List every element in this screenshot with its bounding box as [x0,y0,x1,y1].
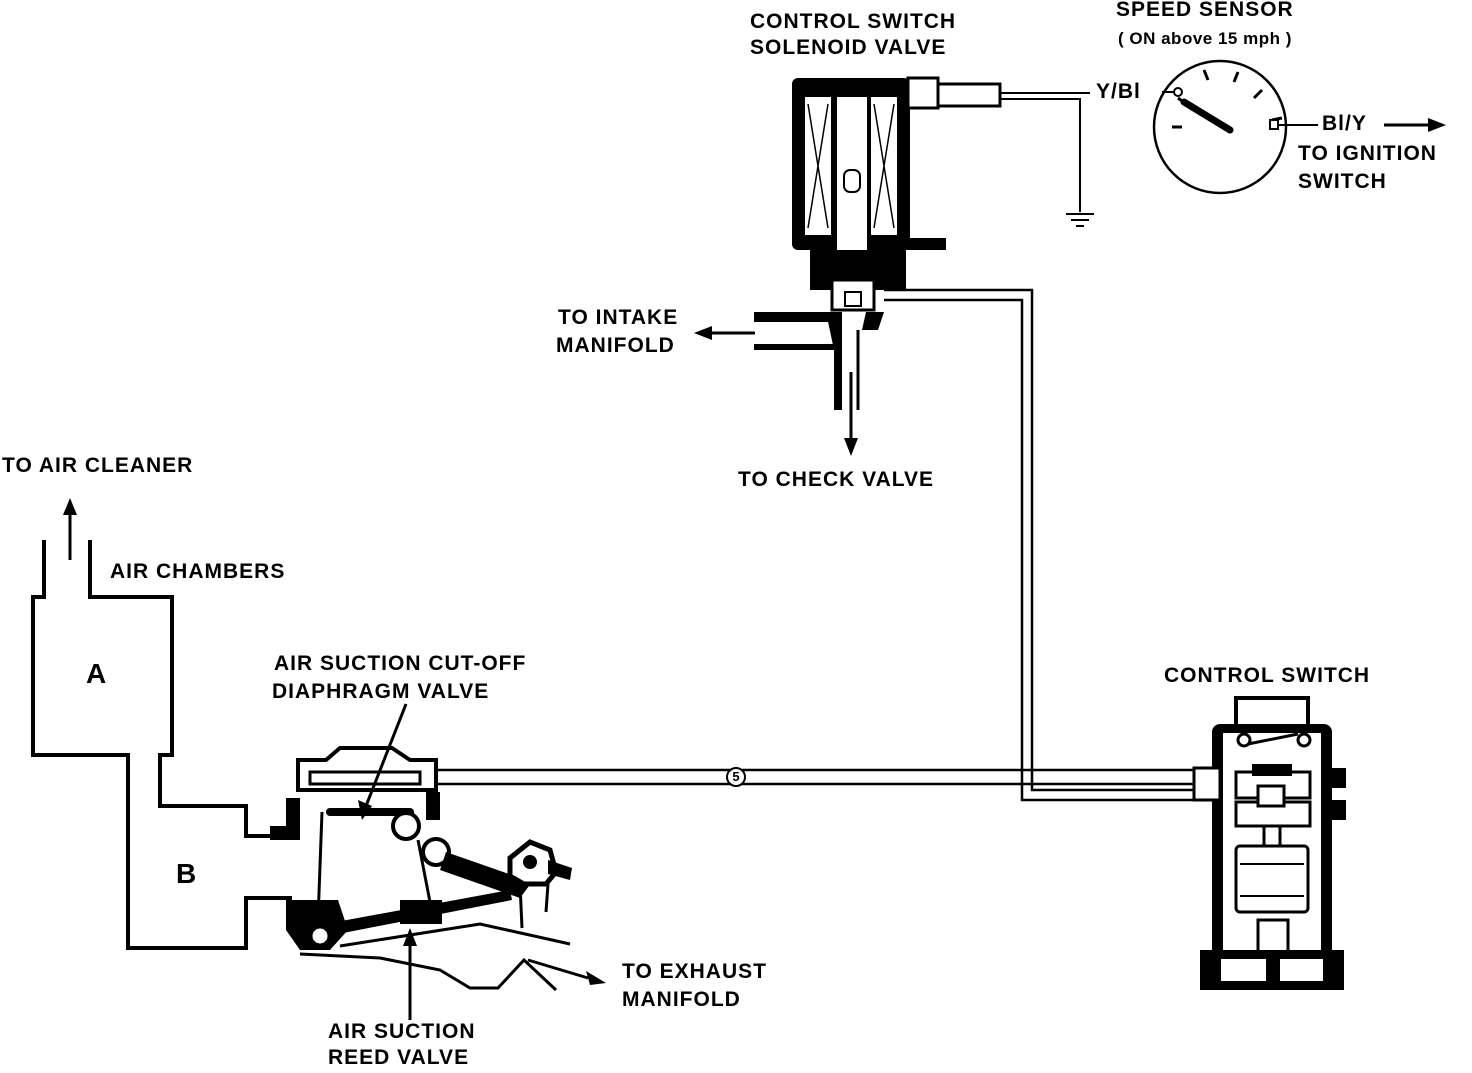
air-chamber-outline [31,540,292,950]
cutoff-diaphragm-valve [270,746,451,921]
exhaust-manifold-arrowhead [586,971,606,985]
air-cleaner-arrowhead [63,498,77,515]
ground-symbol [1066,213,1094,227]
control-switch-unit [1192,696,1346,990]
ignition-switch-label-line2: SWITCH [1298,170,1387,193]
speed-sensor-label-line2: ( ON above 15 mph ) [1118,29,1292,48]
exhaust-manifold-arrow [527,958,589,980]
reed-valve-label-line1: AIR SUCTION [328,1020,476,1043]
hose-solenoid-to-control-switch [884,288,1200,792]
wire-label-y-bl: Y/Bl [1096,80,1141,103]
cutoff-valve-label-line2: DIAPHRAGM VALVE [272,680,490,703]
intake-manifold-label-line2: MANIFOLD [556,334,675,357]
ignition-switch-label-line1: TO IGNITION [1298,142,1437,165]
hose-number-label: 5 [732,769,740,784]
solenoid-valve [754,76,1002,410]
diaphragm-pointer-head [358,800,372,820]
check-valve-label: TO CHECK VALVE [738,468,935,491]
exhaust-manifold-label-line1: TO EXHAUST [622,960,767,983]
reed-valve-label-line2: REED VALVE [328,1046,470,1069]
hose-diaphragm-to-control-switch [432,768,1200,786]
reed-valve-assembly [286,839,572,992]
control-switch-label: CONTROL SWITCH [1164,664,1371,687]
diaphragm-pointer [364,703,408,807]
air-cleaner-label: TO AIR CLEANER [2,454,194,477]
wire-label-bl-y: Bl/Y [1322,112,1367,135]
speed-sensor-gauge [1152,59,1318,195]
ignition-switch-arrowhead [1428,118,1446,132]
hose-number-circle [726,767,746,787]
chamber-b-label: B [176,858,198,889]
exhaust-manifold-label-line2: MANIFOLD [622,988,741,1011]
solenoid-valve-label-line1: CONTROL SWITCH [750,10,957,33]
reed-valve-pointer-head [403,928,417,946]
intake-manifold-label-line1: TO INTAKE [558,306,679,329]
speed-sensor-label-line1: SPEED SENSOR [1116,0,1294,21]
wire-solenoid-to-sensor [1000,92,1090,212]
check-valve-arrowhead [844,438,858,456]
intake-manifold-arrowhead [694,326,712,340]
air-chambers-label: AIR CHAMBERS [110,560,286,583]
cutoff-valve-label-line1: AIR SUCTION CUT-OFF [274,652,527,675]
chamber-a-label: A [86,658,108,689]
solenoid-valve-label-line2: SOLENOID VALVE [750,36,947,59]
